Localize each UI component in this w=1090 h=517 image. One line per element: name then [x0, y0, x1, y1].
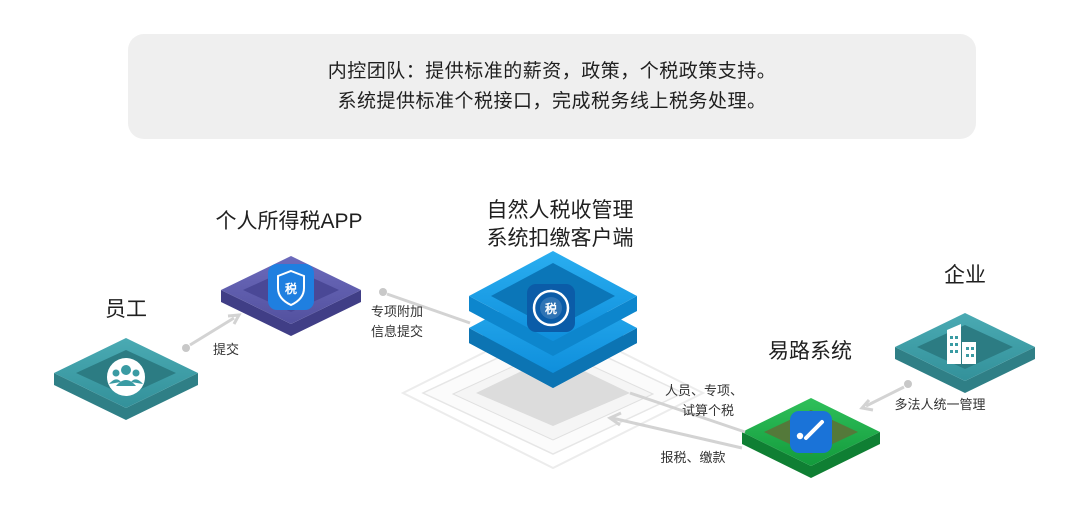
shield-tax-icon: 税: [268, 264, 314, 310]
edge-client-to-yilu: [606, 411, 743, 450]
edge-special-label-line1: 专项附加: [371, 304, 423, 319]
building-icon: [947, 324, 976, 364]
edge-yilu-to-client: [629, 391, 746, 434]
tax-app-icon-text: 税: [285, 281, 297, 296]
tax-client-icon-text: 税: [545, 301, 557, 316]
edge-submit-label: 提交: [213, 342, 239, 357]
tax-client-label-line2: 系统扣缴客户端: [487, 227, 634, 250]
banner-line-1: 内控团队：提供标准的薪资，政策，个税政策支持。: [327, 60, 777, 82]
tax-client-node[interactable]: 税: [469, 251, 637, 388]
edge-personnel-label-line1: 人员、专项、: [665, 383, 743, 398]
edge-multi-entity-label: 多法人统一管理: [894, 397, 985, 412]
company-label: 企业: [944, 264, 986, 287]
tax-client-label-line1: 自然人税收管理: [487, 199, 634, 222]
platform-base: [400, 316, 706, 470]
edge-employee-to-app: [182, 313, 242, 352]
edge-personnel-label-line2: 试算个税: [682, 403, 734, 418]
info-banner: 内控团队：提供标准的薪资，政策，个税政策支持。 系统提供标准个税接口，完成税务线…: [128, 34, 976, 139]
edge-special-label-line2: 信息提交: [371, 324, 423, 339]
people-icon: [107, 358, 145, 396]
company-node[interactable]: [895, 313, 1035, 393]
banner-line-2: 系统提供标准个税接口，完成税务线上税务处理。: [337, 90, 767, 112]
employee-node[interactable]: [54, 338, 198, 420]
edge-declare-label: 报税、缴款: [660, 450, 725, 465]
tax-app-label: 个人所得税APP: [215, 210, 362, 233]
tax-app-node[interactable]: 税: [221, 256, 361, 336]
edge-app-to-client: [379, 288, 471, 325]
yilu-label: 易路系统: [768, 340, 852, 363]
edge-company-to-yilu: [859, 380, 912, 412]
employee-label: 员工: [105, 298, 147, 321]
tax-circle-icon: 税: [527, 284, 575, 332]
yilu-node[interactable]: [742, 398, 880, 478]
yilu-logo-icon: [790, 411, 832, 453]
